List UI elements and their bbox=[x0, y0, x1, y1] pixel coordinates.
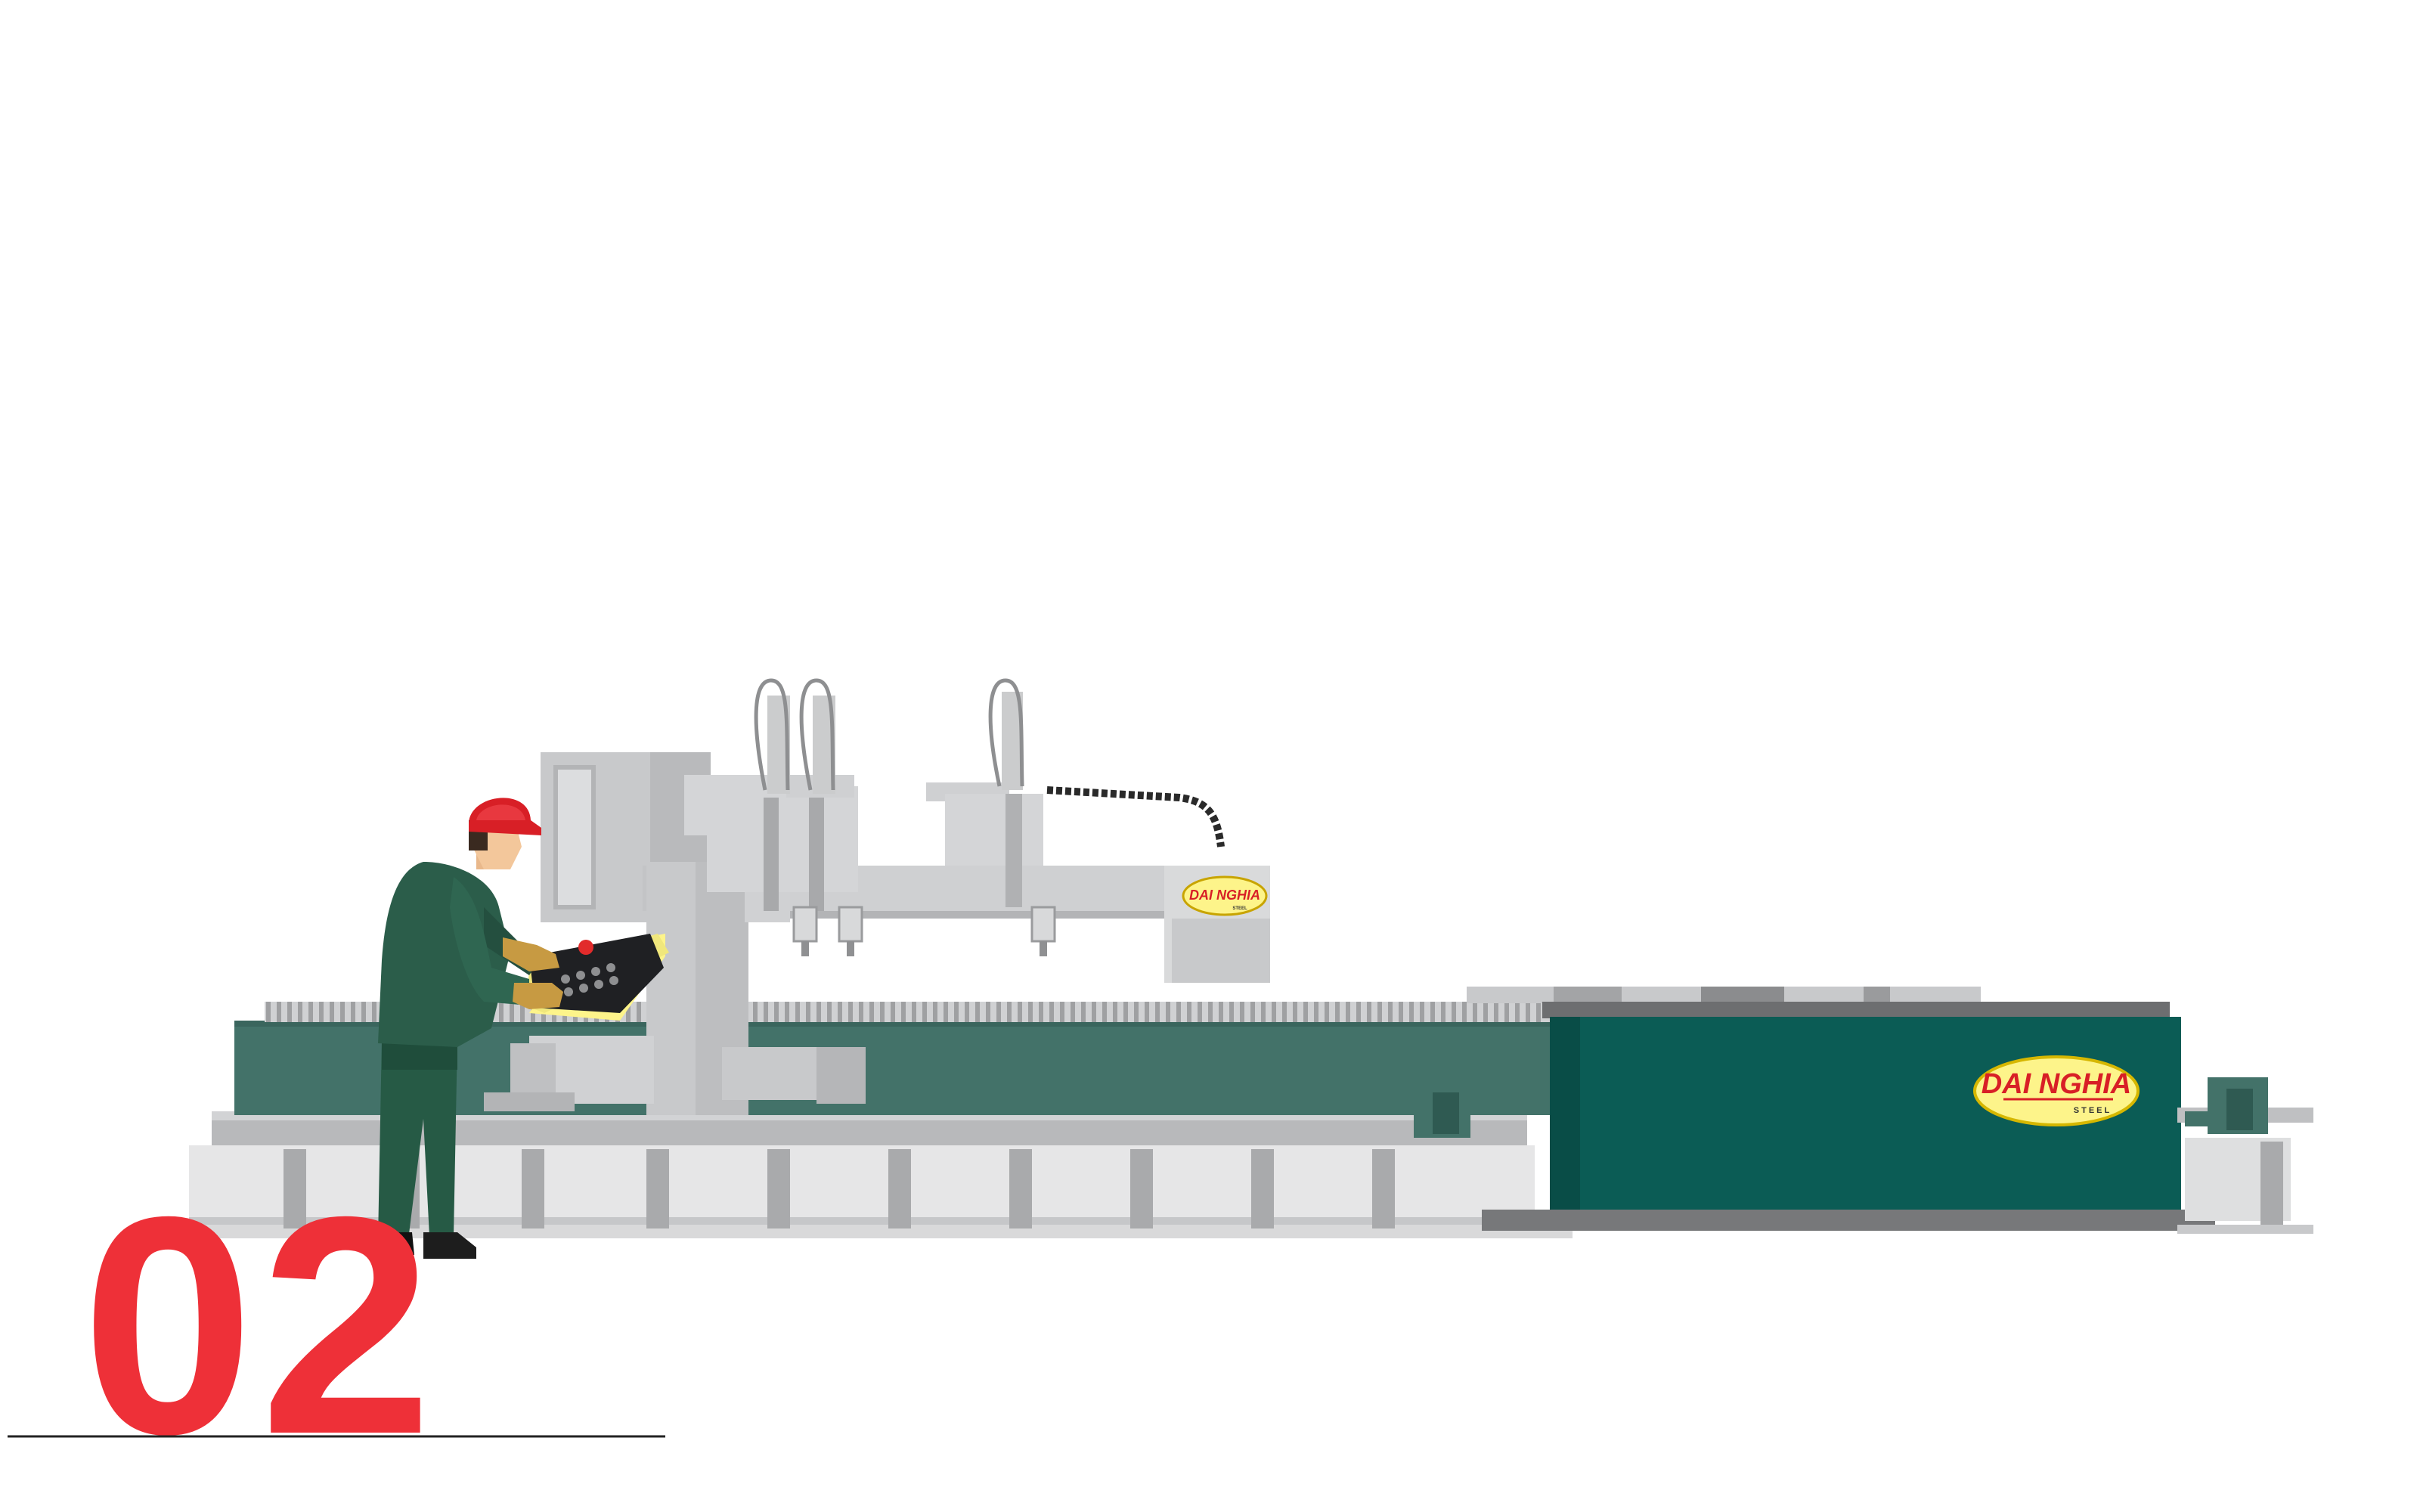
worker-illustration bbox=[378, 798, 563, 1259]
step-number-text: 02 bbox=[82, 1152, 438, 1498]
gantry-brand-name: DAI NGHIA bbox=[1189, 888, 1260, 903]
cutting-table-block bbox=[1467, 987, 2313, 1234]
gantry-brand-logo: DAI NGHIA STEEL bbox=[1182, 875, 1268, 916]
gantry-brand-sub: STEEL bbox=[1232, 906, 1247, 911]
brand-sub: STEEL bbox=[2074, 1106, 2112, 1115]
step-number: 02 bbox=[8, 1152, 665, 1498]
brand-name: DAI NGHIA bbox=[1982, 1068, 2131, 1100]
brand-logo: DAI NGHIA STEEL bbox=[1973, 1055, 2140, 1126]
gantry-assembly: DAI NGHIA STEEL bbox=[484, 678, 1270, 1115]
